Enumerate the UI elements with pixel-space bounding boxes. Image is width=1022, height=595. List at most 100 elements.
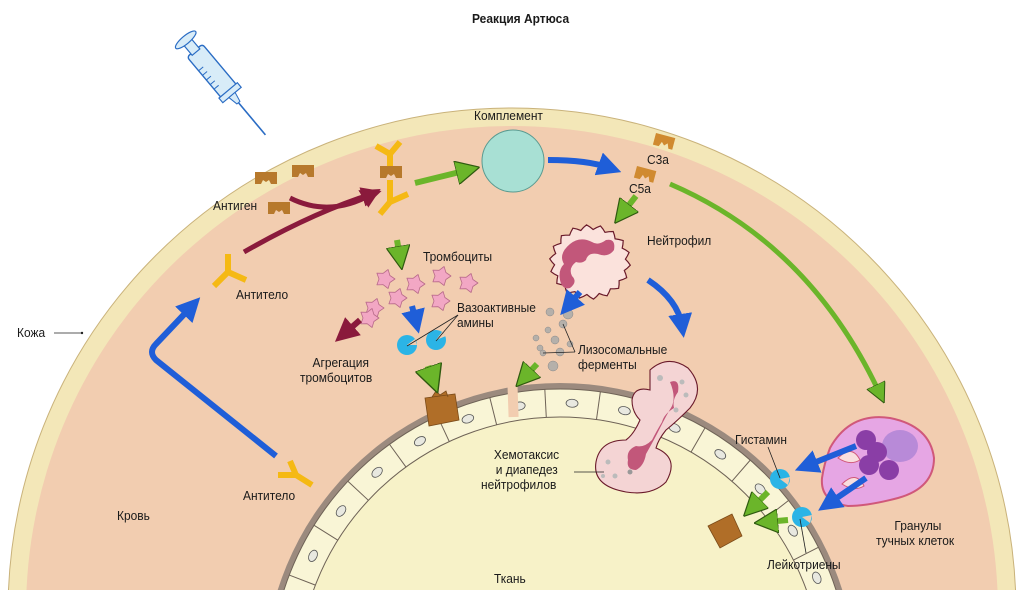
platelets-label: Тромбоциты (423, 249, 493, 264)
arrow-complex-to-platelets (397, 239, 400, 258)
leader-line (799, 518, 807, 554)
arrow-c5a-to-mast-cell (669, 181, 880, 394)
antibody-icon (211, 254, 248, 289)
endothelial-nucleus (335, 505, 347, 517)
leader-line (406, 314, 459, 347)
endothelial-nucleus (618, 406, 631, 416)
granule-icon (879, 460, 899, 480)
antigen-label: Антиген (213, 198, 258, 213)
lysosomal-granule (562, 308, 574, 320)
lysosomal-granule (536, 344, 544, 352)
arrow-c5a-to-neutrophil (622, 194, 636, 214)
mast-cell-granules-label: Гранулы тучных клеток (876, 518, 954, 548)
mast-line1: Гранулы (894, 518, 942, 533)
arrow-neutrophil-to-enzymes (560, 289, 585, 316)
endothelial-nucleus (565, 398, 579, 408)
leukotrienes-label: Лейкотриены (767, 557, 841, 572)
arrow-platelets-to-aggregation (334, 317, 362, 342)
aggregation-label: Агрегация тромбоцитов (300, 355, 372, 385)
endothelial-cell-border (489, 397, 498, 425)
antigen-icon (255, 172, 277, 184)
endothelial-cells (289, 389, 822, 586)
platelet-icon (388, 288, 408, 308)
endothelial-cell-border (690, 427, 706, 453)
mast-line2: тучных клеток (876, 533, 955, 548)
c5a-icon (633, 166, 657, 183)
aggregation-line2: тромбоцитов (300, 370, 373, 385)
leader-dot (80, 331, 84, 335)
leader-line (542, 351, 576, 354)
arrow-leukotrienes-to-vessel (766, 520, 789, 522)
arrow-complex-to-complement (414, 170, 468, 186)
antibody-icon (278, 459, 314, 488)
arrow-complement-to-c3a (547, 152, 622, 176)
arrow-platelets-to-amines (401, 305, 425, 334)
complement-icon (481, 129, 545, 193)
endothelial-cell-border (793, 546, 819, 561)
vasoactive-amines-label: Вазоактивные амины (457, 300, 536, 330)
c3a-icon (652, 133, 676, 150)
platelet-icon (459, 273, 479, 293)
leader-line (562, 323, 576, 353)
arrow-mast-to-histamine (794, 443, 858, 473)
lysosomal-granule (550, 335, 560, 345)
platelet-icon (406, 274, 426, 294)
leukotriene-icon (792, 507, 812, 527)
lysosomal-granule (547, 360, 559, 372)
tissue-label: Ткань (494, 571, 526, 586)
c3a-label: C3a (647, 152, 669, 167)
skin-label: Кожа (17, 325, 46, 340)
antibody-label: Антитело (236, 287, 289, 302)
immune-deposit-icon (424, 390, 460, 427)
endothelial-nucleus (371, 466, 383, 478)
lysosomal-granule (545, 307, 555, 317)
c5a-label: C5a (629, 181, 651, 196)
leader-line (435, 314, 459, 342)
endothelial-cell-border (595, 391, 601, 420)
tissue-region (313, 416, 807, 590)
vasoactive-line1: Вазоактивные (457, 300, 536, 315)
blood-label: Кровь (117, 508, 150, 523)
endothelial-cell-border (313, 524, 339, 541)
arrow-antibody-to-complex (242, 187, 382, 255)
arrow-mast-to-leukotrienes (818, 475, 868, 511)
arrow-blood-antibody-to-antibody (149, 297, 278, 459)
lysosomal-granule (532, 334, 540, 342)
arrow-enzymes-to-vessel (524, 364, 537, 378)
platelet-icon (431, 291, 451, 311)
chemotaxis-line1: Хемотаксис (493, 447, 560, 462)
immune-complex-icon (374, 140, 410, 216)
granule-icon (859, 455, 879, 475)
arrow-neutrophil-to-diapedesis (646, 277, 693, 338)
antigen-icon (292, 165, 314, 177)
platelets-group (360, 266, 479, 328)
complement-label: Комплемент (474, 108, 543, 123)
diapedesis-neutrophil-icon (595, 360, 699, 494)
antigen-icon (268, 202, 290, 214)
neutrophil-icon (548, 224, 632, 300)
vasoactive-amine-icon (397, 335, 417, 355)
endothelial-cell-border (289, 574, 316, 586)
page-title: Реакция Артюса (472, 11, 570, 26)
histamine-label: Гистамин (735, 432, 787, 447)
lysosomal-enzymes-label: Лизосомальные ферменты (578, 342, 667, 372)
immune-deposit-icon (707, 513, 743, 549)
vasoactive-line2: амины (457, 315, 494, 330)
endothelial-cell-border (731, 459, 751, 482)
endothelial-nucleus (787, 524, 798, 537)
syringe-icon (174, 30, 267, 136)
antibody-label: Антитело (243, 488, 296, 503)
chemotaxis-line3: нейтрофилов (481, 477, 557, 492)
endothelial-cell-border (389, 444, 407, 468)
neutrophil-label: Нейтрофил (647, 233, 712, 248)
platelet-icon (376, 269, 396, 289)
endothelial-cell-border (347, 480, 369, 501)
endothelial-nucleus (308, 549, 318, 562)
platelet-icon (360, 308, 380, 328)
histamine-icon (770, 469, 790, 489)
chemotaxis-line2: и диапедез (495, 462, 558, 477)
aggregation-line1: Агрегация (312, 355, 369, 370)
lysosomal-line1: Лизосомальные (578, 342, 668, 357)
